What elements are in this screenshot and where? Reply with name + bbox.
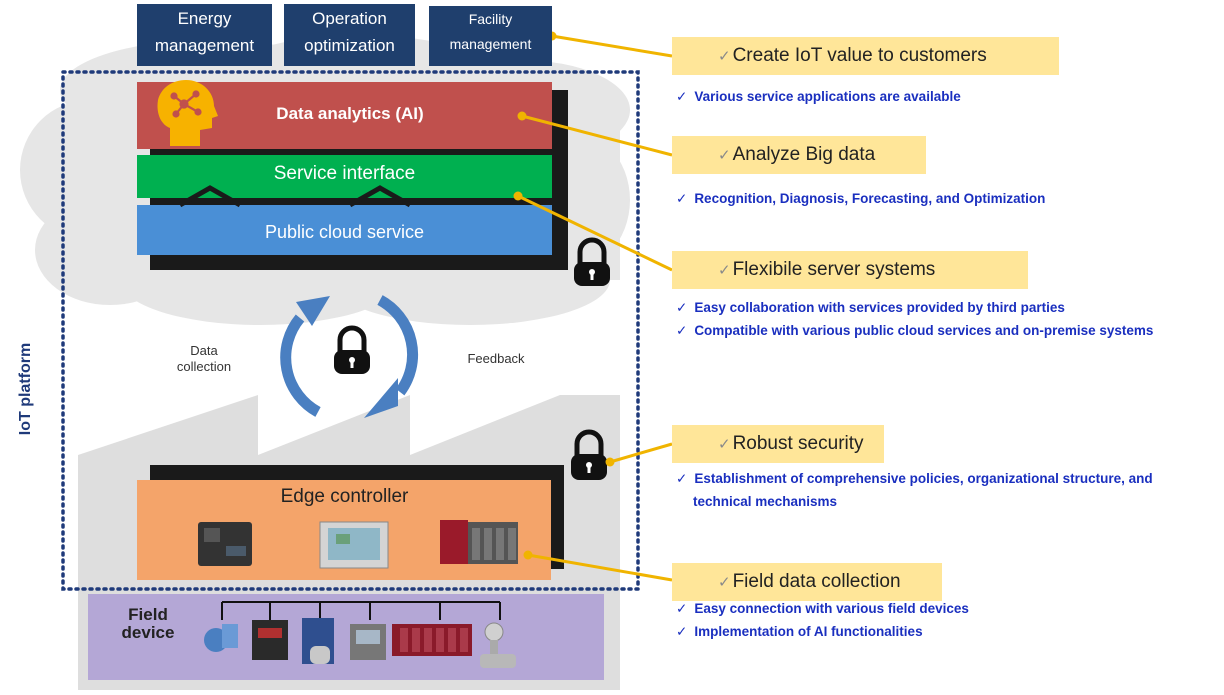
public-cloud-label: Public cloud service (264, 222, 425, 242)
service-line1: Facility (468, 11, 513, 27)
bullet-item: ✓ Establishment of comprehensive policies… (676, 467, 1153, 490)
iot-platform-label: IoT platform (17, 342, 34, 436)
edge-device-panel (319, 521, 389, 569)
service-facility-management: Facility management (429, 6, 552, 66)
check-icon: ✓ (676, 624, 688, 639)
connector-lines (517, 34, 673, 582)
tick-icon: ✓ (718, 262, 731, 279)
check-icon: ✓ (676, 89, 688, 104)
bullet-item: ✓ Easy connection with various field devi… (676, 597, 969, 620)
bullet-text: Implementation of AI functionalities (694, 624, 923, 639)
bullet-text: Easy collaboration with services provide… (694, 300, 1065, 315)
cycle-arrows-icon (280, 295, 419, 417)
bullet-text: Establishment of comprehensive policies,… (694, 471, 1153, 486)
tick-icon: ✓ (718, 436, 731, 453)
check-icon: ✓ (676, 323, 688, 338)
bullet-item: technical mechanisms (693, 490, 837, 513)
field-device-transmitter (480, 622, 516, 668)
tick-icon: ✓ (718, 574, 731, 591)
field-bus-lines (221, 601, 501, 620)
feature-create-iot-value: ✓Create IoT value to customers (672, 37, 1059, 75)
feedback-label: Feedback (467, 351, 525, 366)
feature-title: Flexibile server systems (732, 259, 936, 280)
bullet-text: technical mechanisms (693, 494, 838, 509)
lock-icon (574, 237, 610, 286)
feature-title: Robust security (732, 433, 864, 454)
feedback-arrowhead (296, 296, 330, 326)
feature-flexible-servers: ✓Flexibile server systems (672, 251, 1028, 289)
interface-notch-right (348, 185, 412, 208)
lock-icon (571, 429, 607, 480)
bullet-text: Easy connection with various field devic… (694, 601, 969, 616)
field-device-cabinet (350, 624, 386, 660)
service-energy-management: Energy management (137, 4, 272, 66)
tick-icon: ✓ (718, 48, 731, 65)
bullet-text: Compatible with various public cloud ser… (694, 323, 1154, 338)
lock-icon (334, 325, 370, 374)
data-analytics-label: Data analytics (AI) (276, 104, 424, 123)
field-line2: device (121, 623, 175, 642)
field-device-flowmeter (204, 624, 238, 652)
service-line2: management (449, 36, 532, 52)
service-interface-label: Service interface (273, 163, 416, 184)
feature-analyze-big-data: ✓Analyze Big data (672, 136, 926, 174)
service-line2: management (154, 36, 255, 55)
bullet-item: ✓ Various service applications are availa… (676, 85, 961, 108)
field-device-plc-rack (392, 624, 472, 656)
field-device-band (88, 594, 604, 680)
feature-title: Field data collection (732, 571, 901, 592)
field-line1: Field (128, 605, 168, 624)
check-icon: ✓ (676, 300, 688, 315)
bullet-item: ✓ Implementation of AI functionalities (676, 620, 923, 643)
bullet-item: ✓ Recognition, Diagnosis, Forecasting, an… (676, 187, 1045, 210)
check-icon: ✓ (676, 191, 688, 206)
service-line2: optimization (304, 36, 395, 55)
field-device-inverter (302, 618, 334, 664)
collection-arrowhead (364, 378, 398, 418)
service-line1: Energy (177, 9, 232, 28)
field-device-label: Field device (100, 606, 196, 642)
public-cloud-layer (137, 205, 552, 255)
interface-notch-left (178, 185, 242, 208)
edge-device-controller (198, 522, 252, 566)
field-device-indicator (252, 620, 288, 660)
check-icon: ✓ (676, 471, 688, 486)
data-collection-label: Data collection (160, 343, 248, 375)
edge-controller-label: Edge controller (280, 486, 409, 507)
check-icon: ✓ (676, 601, 688, 616)
data-collection-line2: collection (176, 359, 232, 374)
service-operation-optimization: Operation optimization (284, 4, 415, 66)
edge-device-plc (440, 520, 518, 564)
bullet-item: ✓ Easy collaboration with services provid… (676, 296, 1065, 319)
tick-icon: ✓ (718, 147, 731, 164)
service-line1: Operation (312, 9, 387, 28)
brain-network-icon (157, 80, 218, 146)
iot-platform-border (61, 70, 640, 591)
feature-title: Create IoT value to customers (732, 45, 987, 66)
feature-title: Analyze Big data (732, 144, 876, 165)
bullet-text: Various service applications are availab… (694, 89, 961, 104)
bullet-text: Recognition, Diagnosis, Forecasting, and… (694, 191, 1046, 206)
feature-robust-security: ✓Robust security (672, 425, 884, 463)
feature-field-data-collection: ✓Field data collection (672, 563, 942, 601)
data-collection-line1: Data (190, 343, 218, 358)
bullet-item: ✓ Compatible with various public cloud se… (676, 319, 1153, 342)
